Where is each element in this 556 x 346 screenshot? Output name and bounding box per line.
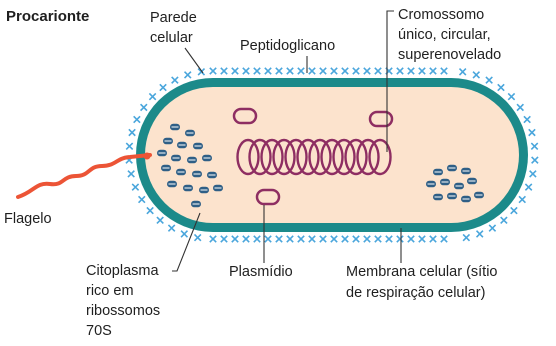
peptidoglycan-cross: [430, 236, 436, 242]
peptidoglycan-cross: [210, 68, 216, 74]
peptidoglycan-cross: [532, 157, 538, 163]
peptidoglycan-cross: [353, 236, 359, 242]
peptidoglycan-cross: [408, 68, 414, 74]
plasmid-label: Plasmídio: [229, 264, 293, 280]
peptidoglycan-cross: [331, 236, 337, 242]
peptidoglycan-cross: [320, 68, 326, 74]
peptidoglycan-cross: [463, 234, 469, 240]
peptidoglycan-cross: [419, 236, 425, 242]
peptidoglycan-cross: [126, 143, 132, 149]
peptidoglycan-cross: [530, 171, 536, 177]
peptidoglycan-cross: [364, 236, 370, 242]
peptidoglycan-cross: [531, 143, 537, 149]
chromosome-label-line-2: único, circular,: [398, 27, 491, 43]
peptidoglycan-cross: [160, 84, 166, 90]
peptidoglycan-cross: [139, 196, 145, 202]
peptidoglycan-cross: [243, 68, 249, 74]
peptidoglycan-label: Peptidoglicano: [240, 38, 335, 54]
peptidoglycan-cross: [501, 217, 507, 223]
peptidoglycan-cross: [353, 68, 359, 74]
peptidoglycan-cross: [276, 236, 282, 242]
peptidoglycan-cross: [210, 236, 216, 242]
peptidoglycan-cross: [342, 68, 348, 74]
peptidoglycan-cross: [232, 68, 238, 74]
peptidoglycan-cross: [441, 236, 447, 242]
peptidoglycan-cross: [147, 207, 153, 213]
peptidoglycan-cross: [309, 236, 315, 242]
cytoplasm-label-line-1: Citoplasma: [86, 263, 159, 279]
peptidoglycan-cross: [419, 68, 425, 74]
peptidoglycan-cross: [459, 69, 465, 75]
peptidoglycan-cross: [287, 236, 293, 242]
peptidoglycan-cross: [524, 116, 530, 122]
peptidoglycan-cross: [473, 72, 479, 78]
cell-wall-leader-line: [185, 48, 203, 73]
peptidoglycan-cross: [172, 77, 178, 83]
chromosome-label-line-3: superenovelado: [398, 47, 501, 63]
peptidoglycan-cross: [386, 236, 392, 242]
peptidoglycan-cross: [232, 236, 238, 242]
cell-wall-label-line-1: Parede: [150, 10, 197, 26]
peptidoglycan-cross: [265, 68, 271, 74]
cytoplasm-label-line-3: ribossomos: [86, 303, 160, 319]
peptidoglycan-cross: [298, 68, 304, 74]
peptidoglycan-cross: [375, 236, 381, 242]
flagellum-label: Flagelo: [4, 211, 52, 227]
peptidoglycan-cross: [397, 68, 403, 74]
peptidoglycan-cross: [243, 236, 249, 242]
peptidoglycan-cross: [254, 68, 260, 74]
peptidoglycan-cross: [441, 68, 447, 74]
peptidoglycan-cross: [221, 236, 227, 242]
peptidoglycan-cross: [129, 129, 135, 135]
peptidoglycan-cross: [511, 207, 517, 213]
peptidoglycan-cross: [519, 196, 525, 202]
peptidoglycan-cross: [408, 236, 414, 242]
peptidoglycan-cross: [287, 68, 293, 74]
chromosome-label-line-1: Cromossomo: [398, 7, 484, 23]
peptidoglycan-cross: [134, 116, 140, 122]
peptidoglycan-cross: [498, 84, 504, 90]
peptidoglycan-cross: [185, 72, 191, 78]
cytoplasm-label-line-2: rico em: [86, 283, 134, 299]
peptidoglycan-cross: [194, 234, 200, 240]
peptidoglycan-cross: [375, 68, 381, 74]
peptidoglycan-cross: [157, 217, 163, 223]
peptidoglycan-cross: [508, 93, 514, 99]
diagram-title: Procarionte: [6, 8, 89, 25]
peptidoglycan-cross: [254, 236, 260, 242]
peptidoglycan-cross: [128, 171, 134, 177]
peptidoglycan-cross: [529, 129, 535, 135]
peptidoglycan-cross: [342, 236, 348, 242]
flagellum-basal-body: [144, 153, 151, 160]
peptidoglycan-cross: [489, 225, 495, 231]
peptidoglycan-cross: [168, 225, 174, 231]
peptidoglycan-cross: [298, 236, 304, 242]
membrane-label-line-1: Membrana celular (sítio: [346, 264, 498, 280]
peptidoglycan-cross: [221, 68, 227, 74]
peptidoglycan-cross: [397, 236, 403, 242]
peptidoglycan-cross: [320, 236, 326, 242]
peptidoglycan-cross: [276, 68, 282, 74]
peptidoglycan-cross: [141, 104, 147, 110]
cell-wall-label-line-2: celular: [150, 30, 193, 46]
peptidoglycan-cross: [198, 69, 204, 75]
peptidoglycan-cross: [364, 68, 370, 74]
peptidoglycan-cross: [517, 104, 523, 110]
peptidoglycan-cross: [149, 93, 155, 99]
peptidoglycan-cross: [430, 68, 436, 74]
cytoplasm: [145, 87, 519, 223]
peptidoglycan-cross: [265, 236, 271, 242]
peptidoglycan-cross: [525, 184, 531, 190]
peptidoglycan-cross: [331, 68, 337, 74]
peptidoglycan-cross: [477, 231, 483, 237]
peptidoglycan-cross: [309, 68, 315, 74]
peptidoglycan-cross: [132, 184, 138, 190]
cytoplasm-label-line-4: 70S: [86, 323, 112, 339]
peptidoglycan-cross: [486, 77, 492, 83]
membrane-label-line-2: de respiração celular): [346, 285, 485, 301]
peptidoglycan-cross: [181, 231, 187, 237]
